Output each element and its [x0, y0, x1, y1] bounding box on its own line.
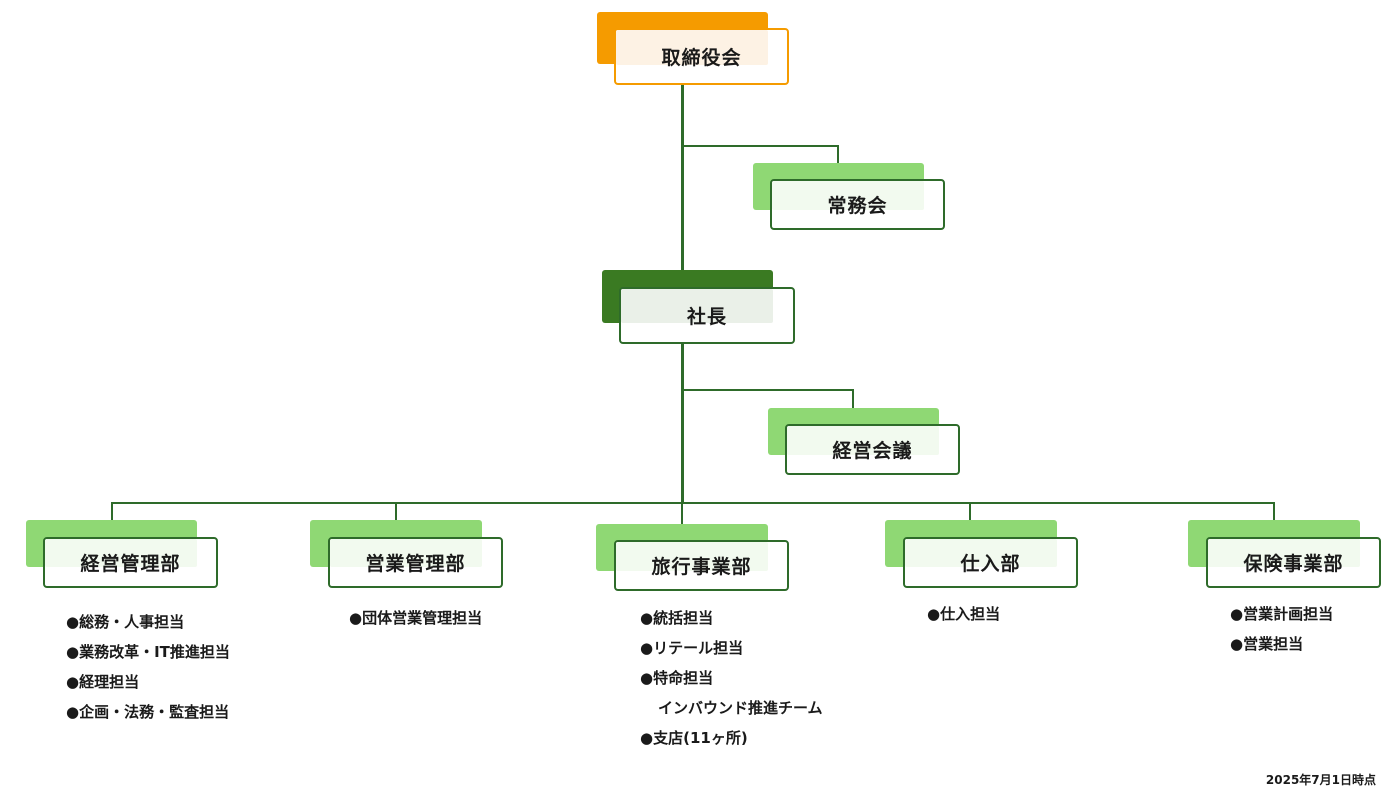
department-5-label: 保険事業部 — [1243, 553, 1344, 575]
department-4-box: 仕入部 — [903, 537, 1078, 588]
duty-item: ●統括担当 — [640, 609, 714, 627]
department-3-duties: ●統括担当 ●リテール担当 ●特命担当 インバウンド推進チーム ●支店(11ヶ所… — [640, 603, 823, 753]
duty-item: ●特命担当 — [640, 669, 714, 687]
duty-item: ●団体営業管理担当 — [349, 609, 483, 627]
as-of-date-note: 2025年7月1日時点 — [1265, 773, 1376, 787]
duty-item: ●総務・人事担当 — [66, 613, 185, 631]
management-meeting-label: 経営会議 — [832, 440, 913, 462]
board-label: 取締役会 — [661, 47, 742, 69]
drop-line-management-meeting — [852, 389, 854, 408]
trunk-line — [681, 84, 684, 270]
drop-line-dept-1 — [111, 502, 113, 520]
department-5-box: 保険事業部 — [1206, 537, 1381, 588]
duty-item: ●経理担当 — [66, 673, 140, 691]
department-1-label: 経営管理部 — [80, 553, 181, 575]
duty-item: ●リテール担当 — [640, 639, 744, 657]
drop-line-executive-committee — [837, 145, 839, 163]
duty-item: ●企画・法務・監査担当 — [66, 703, 230, 721]
drop-line-dept-5 — [1273, 502, 1275, 520]
duty-item: ●支店(11ヶ所) — [640, 729, 748, 747]
executive-committee-label: 常務会 — [827, 195, 888, 217]
department-3-label: 旅行事業部 — [651, 556, 752, 578]
trunk-line-lower — [681, 342, 684, 503]
department-1-duties: ●総務・人事担当 ●業務改革・IT推進担当 ●経理担当 ●企画・法務・監査担当 — [66, 607, 230, 727]
department-1-box: 経営管理部 — [43, 537, 218, 588]
branch-line-executive-committee — [683, 145, 839, 147]
branch-line-management-meeting — [683, 389, 854, 391]
department-2-duties: ●団体営業管理担当 — [349, 603, 482, 633]
department-5-duties: ●営業計画担当 ●営業担当 — [1230, 599, 1333, 659]
duty-item: ●業務改革・IT推進担当 — [66, 643, 230, 661]
department-2-label: 営業管理部 — [365, 553, 466, 575]
executive-committee-box: 常務会 — [770, 179, 945, 230]
president-box: 社長 — [619, 287, 795, 344]
president-label: 社長 — [686, 306, 727, 328]
duty-item: ●営業担当 — [1230, 635, 1304, 653]
department-3-box: 旅行事業部 — [614, 540, 789, 591]
drop-line-dept-2 — [395, 502, 397, 520]
drop-line-dept-3 — [681, 502, 683, 524]
drop-line-dept-4 — [969, 502, 971, 520]
management-meeting-box: 経営会議 — [785, 424, 960, 475]
horizontal-bus-line — [111, 502, 1275, 504]
board-box: 取締役会 — [614, 28, 789, 85]
department-2-box: 営業管理部 — [328, 537, 503, 588]
department-4-label: 仕入部 — [960, 553, 1021, 575]
department-4-duties: ●仕入担当 — [927, 599, 1000, 629]
duty-item: ●仕入担当 — [927, 605, 1001, 623]
duty-item: ●営業計画担当 — [1230, 605, 1334, 623]
duty-sub-item: インバウンド推進チーム — [658, 699, 823, 717]
